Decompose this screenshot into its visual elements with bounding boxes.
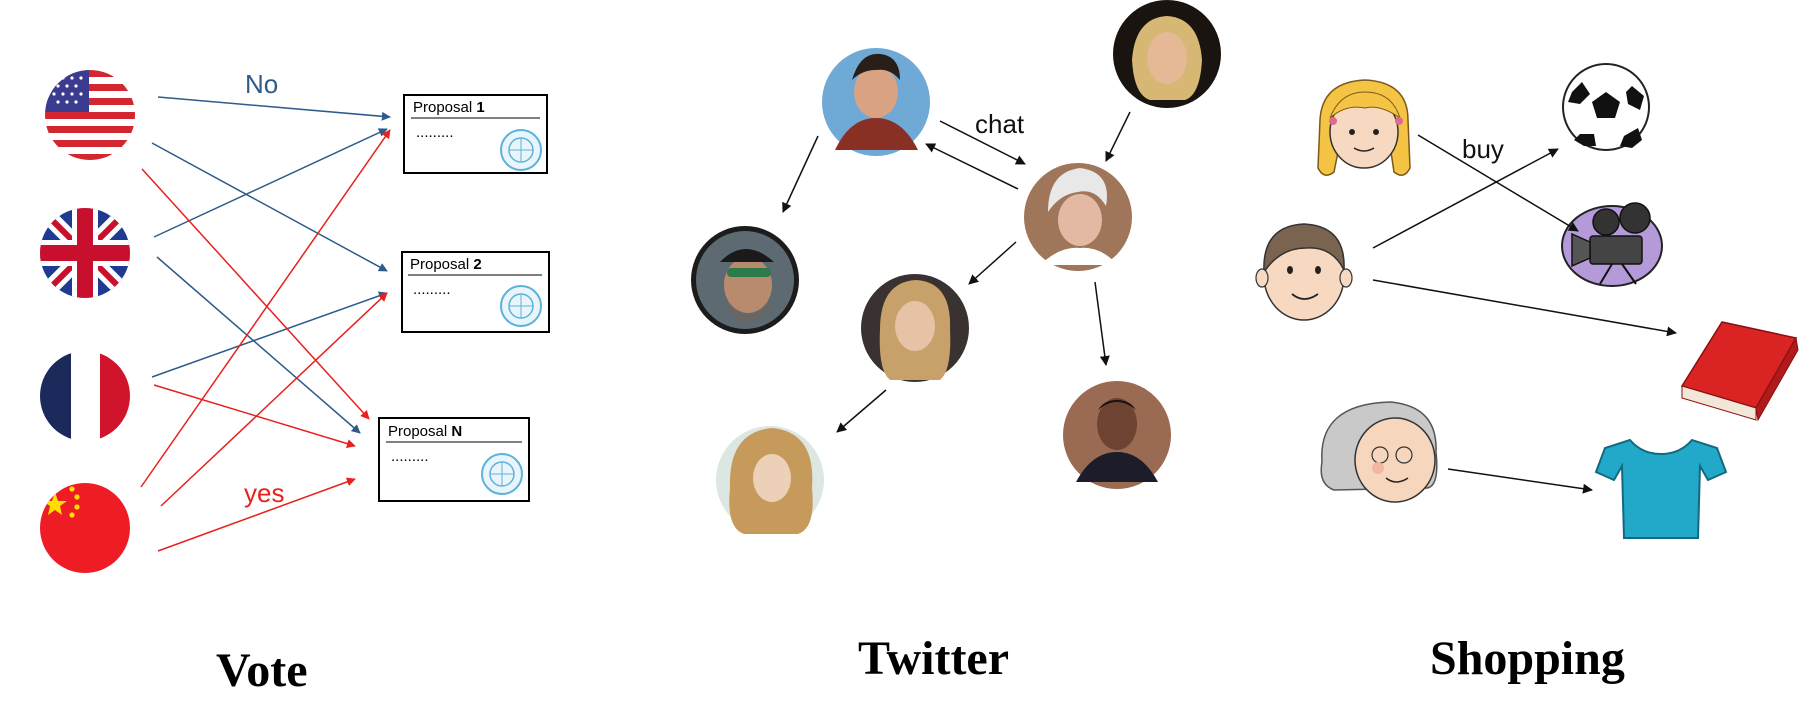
vote-edge-usa-pn xyxy=(141,168,370,420)
shopping-edge-boy-book xyxy=(1372,279,1677,337)
woman-curly-blonde-avatar xyxy=(716,426,824,534)
vote-edge-uk-pn xyxy=(156,256,361,434)
proposal-n-title: Proposal N xyxy=(388,423,462,440)
shopping-edge-grandma-tshirt xyxy=(1447,468,1593,494)
edge-label-chat: chat xyxy=(975,109,1025,139)
woman-silver-hair-avatar xyxy=(1024,163,1132,271)
twitter-edge-silver-longhair xyxy=(968,241,1017,285)
tshirt-icon xyxy=(1594,438,1728,539)
soccer-ball-icon xyxy=(1562,63,1650,151)
shopping-edge-girl-camera xyxy=(1417,134,1579,232)
vote-edge-fr-pn xyxy=(153,384,356,448)
twitter-edge-silver-suit xyxy=(1094,281,1110,366)
vote-edge-cn-p1 xyxy=(140,129,391,488)
vote-edge-usa-p1 xyxy=(157,96,391,121)
china-flag xyxy=(40,483,130,573)
shopping-edge-boy-ball xyxy=(1372,148,1559,249)
edge-label-buy: buy xyxy=(1462,134,1504,164)
book-icon xyxy=(1680,321,1799,422)
edge-label-yes: yes xyxy=(244,478,284,508)
twitter-edge-chat-out xyxy=(939,120,1026,165)
twitter-section: chat xyxy=(691,0,1221,534)
proposal-1-dots: ......... xyxy=(416,124,454,141)
vote-edge-fr-p2 xyxy=(151,291,388,378)
twitter-edge-chat-back xyxy=(925,143,1019,190)
man-dark-hair-avatar xyxy=(822,48,930,156)
proposal-n-card: Proposal N ......... xyxy=(378,417,530,502)
proposal-2-card: Proposal 2 ......... xyxy=(401,251,550,333)
shopping-section: buy xyxy=(1255,63,1799,539)
proposal-2-dots: ......... xyxy=(413,281,451,298)
edge-label-no: No xyxy=(245,69,278,99)
vote-edge-cn-pn xyxy=(157,477,356,552)
vote-edge-usa-p2 xyxy=(151,142,388,272)
proposal-1-card: Proposal 1 ......... xyxy=(403,94,548,174)
france-flag xyxy=(40,351,130,441)
twitter-edge-longhair-curly xyxy=(836,389,887,433)
vote-edge-uk-p1 xyxy=(153,128,388,238)
man-sunglasses-avatar xyxy=(691,226,799,334)
caption-twitter: Twitter xyxy=(858,632,1009,685)
boy-icon xyxy=(1255,223,1353,321)
proposal-2-title: Proposal 2 xyxy=(410,256,482,273)
vote-yes-edges xyxy=(140,129,391,552)
vote-section: Proposal 1 ......... Proposal 2 ........… xyxy=(40,69,550,573)
vote-edge-cn-p2 xyxy=(160,292,388,507)
twitter-edge-man-sunglasses xyxy=(782,135,819,213)
twitter-edges xyxy=(782,111,1131,433)
caption-shopping: Shopping xyxy=(1430,632,1625,685)
un-seal-icon xyxy=(500,285,542,327)
movie-camera-icon xyxy=(1561,202,1663,287)
girl-icon xyxy=(1317,79,1411,176)
woman-long-hair-avatar xyxy=(861,274,969,382)
twitter-edge-blonde-silver xyxy=(1105,111,1131,162)
grandma-icon xyxy=(1320,401,1438,503)
proposal-n-dots: ......... xyxy=(391,448,429,465)
uk-flag xyxy=(40,208,130,298)
caption-vote: Vote xyxy=(216,644,308,697)
vote-no-edges xyxy=(151,96,391,434)
shopping-edges xyxy=(1372,134,1677,494)
proposal-1-title: Proposal 1 xyxy=(413,99,485,116)
un-seal-icon xyxy=(500,129,542,171)
un-seal-icon xyxy=(481,453,523,495)
woman-blonde-avatar xyxy=(1113,0,1221,108)
usa-flag xyxy=(45,70,135,160)
man-dark-suit-avatar xyxy=(1063,381,1171,489)
